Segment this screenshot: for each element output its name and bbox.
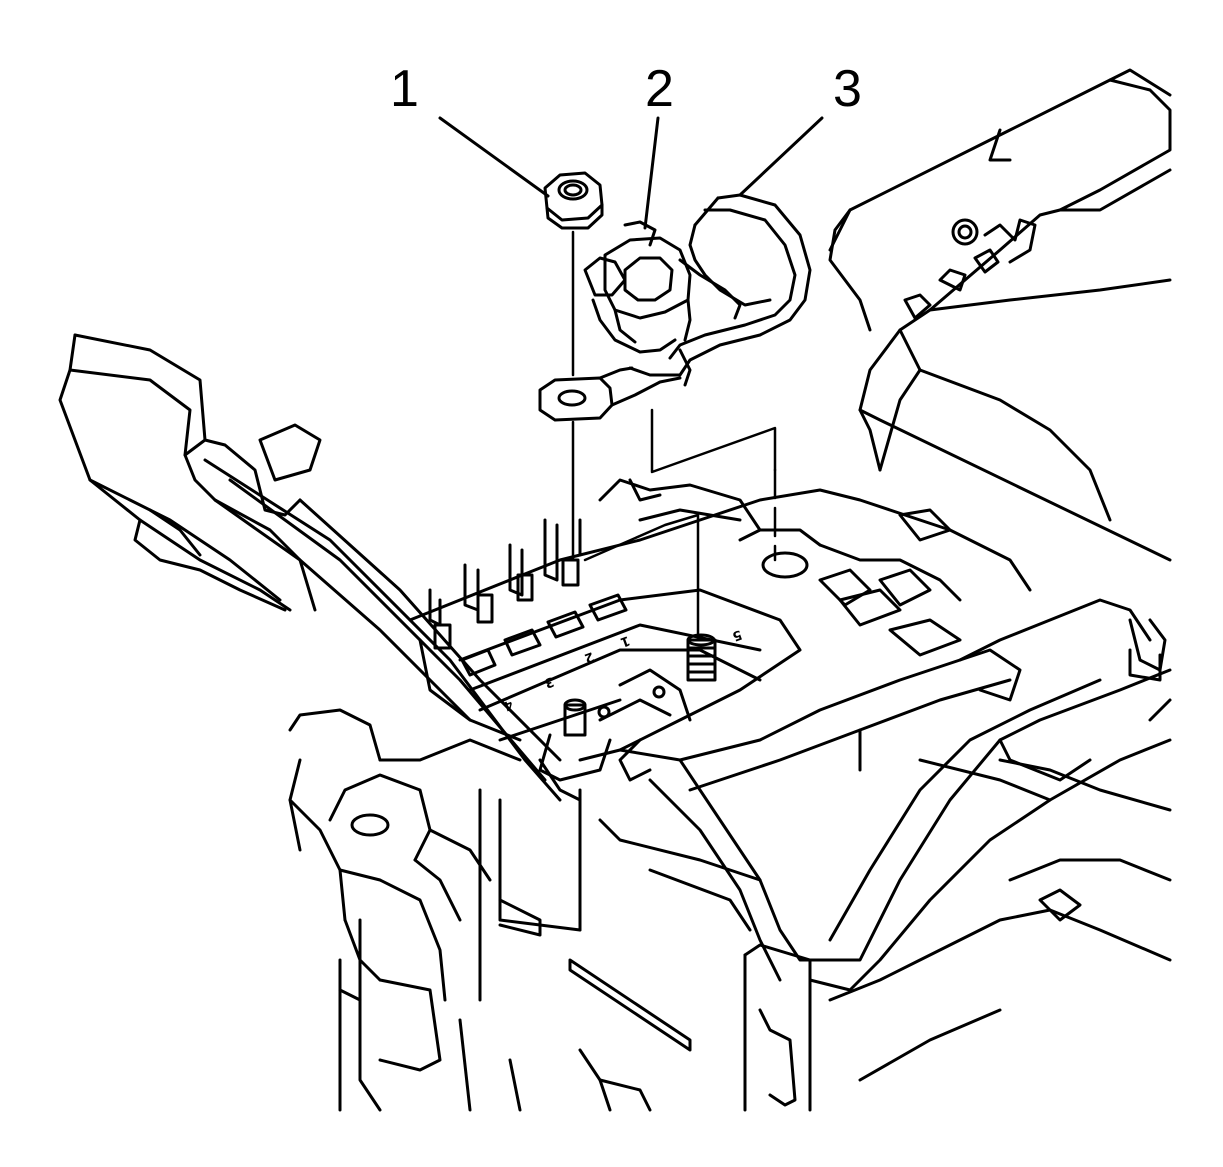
- fuse-label-4: 4: [501, 696, 515, 713]
- battery-cable: [628, 193, 812, 387]
- fuse-label-2: 2: [582, 648, 596, 665]
- alignment-lines: [571, 230, 777, 637]
- callout-3: 3: [833, 60, 862, 118]
- leader-lines: [438, 116, 824, 230]
- battery-body: [338, 698, 1172, 1112]
- fuse-label-5: 5: [730, 626, 744, 643]
- lower-left-bracket: [288, 708, 522, 1002]
- callout-2: 2: [645, 60, 674, 118]
- cross-brace: [618, 598, 1172, 992]
- nut: [543, 171, 604, 230]
- ring-terminal: [538, 366, 682, 422]
- upper-housing-cover: [828, 68, 1172, 562]
- fuse-label-1: 1: [618, 632, 632, 649]
- callout-1: 1: [390, 60, 419, 118]
- fuse-label-3: 3: [542, 673, 556, 690]
- terminal-clamp: [583, 220, 692, 354]
- left-bracket: [58, 333, 562, 802]
- fuse-terminal-block: [408, 478, 1032, 802]
